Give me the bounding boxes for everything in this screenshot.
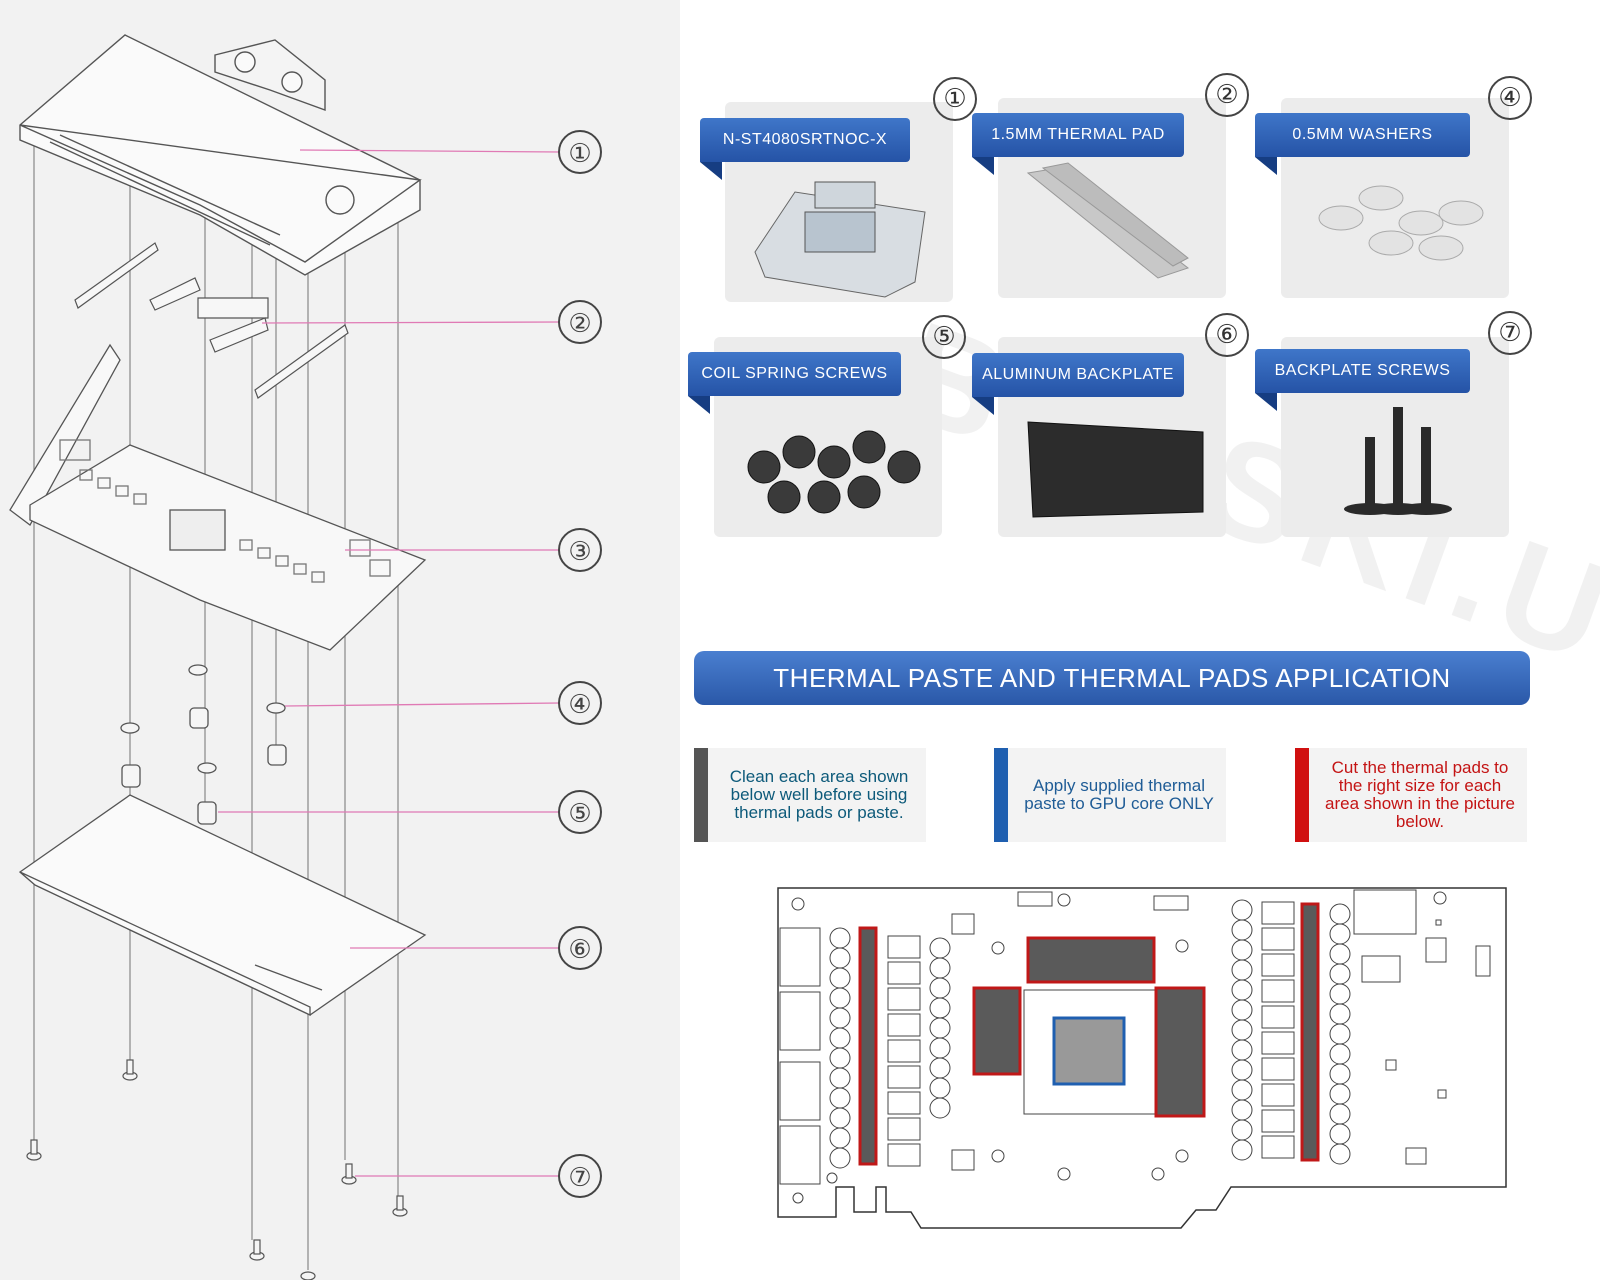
thermal-pads-drawing <box>74 242 349 399</box>
pcb-layout-map <box>777 887 1507 1229</box>
pcb-inductors-right <box>1231 899 1351 1165</box>
assembly-guide-lines <box>33 140 399 1270</box>
pad-memory-top <box>1026 936 1156 984</box>
pcb-drawing <box>9 343 427 651</box>
callout-3: ③ <box>568 537 591 567</box>
exploded-view-panel: ① ② ③ ④ ⑤ ⑥ ⑦ <box>0 0 680 1280</box>
note-text: Apply supplied thermal paste to GPU core… <box>1024 776 1214 813</box>
part-number: ② <box>1205 73 1249 117</box>
part-number: ⑤ <box>922 315 966 359</box>
note-text: Cut the thermal pads to the right size f… <box>1325 758 1515 831</box>
pcb-thermal-pads <box>858 902 1320 1166</box>
note-text: Clean each area shown below well before … <box>729 767 909 822</box>
gpu-core-paste-area <box>1052 1016 1126 1086</box>
pcb-left-ports <box>779 927 821 1185</box>
part-number: ⑥ <box>1205 313 1249 357</box>
part-label: BACKPLATE SCREWS <box>1255 349 1470 411</box>
washers-icon <box>1318 185 1484 261</box>
pad-strip-left <box>858 926 878 1166</box>
part-label: COIL SPRING SCREWS <box>688 352 901 414</box>
pad-memory-left <box>972 986 1022 1076</box>
backplate-screws-icon <box>1344 407 1452 515</box>
part-label: 0.5MM WASHERS <box>1255 113 1470 175</box>
callout-4: ④ <box>568 690 591 720</box>
part-number: ① <box>933 77 977 121</box>
note-bar <box>1295 748 1309 842</box>
callout-7: ⑦ <box>568 1163 591 1193</box>
note-clean: Clean each area shown below well before … <box>694 748 926 842</box>
note-bar <box>994 748 1008 842</box>
backplate-screws-drawing <box>26 1059 408 1280</box>
thermal-pad-icon <box>1026 162 1190 279</box>
pcb-vrm-left <box>887 935 921 1167</box>
spring-screws-icon <box>747 430 921 514</box>
backplate-icon <box>1027 421 1204 518</box>
part-label: 1.5MM THERMAL PAD <box>972 113 1184 175</box>
water-block-drawing <box>19 34 422 276</box>
callout-2: ② <box>568 309 591 339</box>
application-banner: THERMAL PASTE AND THERMAL PADS APPLICATI… <box>694 651 1530 705</box>
pcb-inductors-left <box>829 927 951 1169</box>
part-number: ④ <box>1488 76 1532 120</box>
callout-numbers: ① ② ③ ④ ⑤ ⑥ ⑦ <box>558 130 602 1198</box>
note-bar <box>694 748 708 842</box>
pad-memory-right <box>1154 986 1206 1118</box>
part-number: ⑦ <box>1488 311 1532 355</box>
callout-6: ⑥ <box>568 935 591 965</box>
pcb-outline <box>777 887 1507 1229</box>
water-block-icon <box>754 181 926 298</box>
pad-strip-right <box>1300 902 1320 1162</box>
part-label: ALUMINUM BACKPLATE <box>972 353 1184 415</box>
exploded-diagram: ① ② ③ ④ ⑤ ⑥ ⑦ <box>9 34 602 1280</box>
part-label: N-ST4080SRTNOC-X <box>700 118 910 180</box>
note-pads: Cut the thermal pads to the right size f… <box>1295 748 1527 842</box>
backplate-drawing <box>18 794 427 1017</box>
callout-1: ① <box>568 139 591 169</box>
washers-springs-drawing <box>120 664 287 825</box>
note-paste: Apply supplied thermal paste to GPU core… <box>994 748 1226 842</box>
pcb-vrm-right <box>1261 901 1295 1159</box>
callout-5: ⑤ <box>568 799 591 829</box>
callout-lines <box>218 149 561 1177</box>
